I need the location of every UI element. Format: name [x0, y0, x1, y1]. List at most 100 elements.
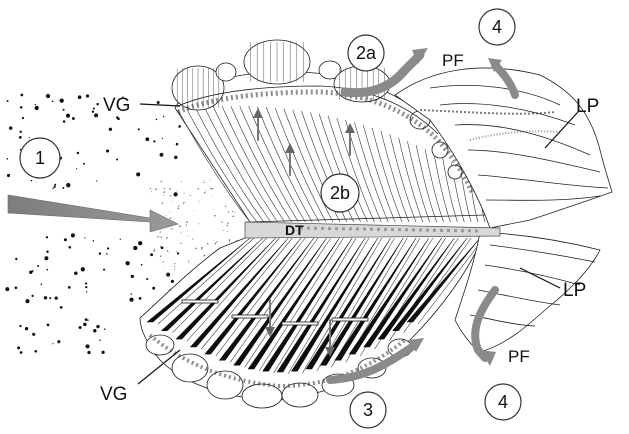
particle-dot — [34, 350, 37, 353]
spray-dot — [166, 237, 168, 239]
particle-dot — [55, 296, 58, 299]
particle-dot — [162, 138, 163, 139]
spray-dot — [210, 180, 211, 181]
label-vg-bottom: VG — [100, 384, 127, 405]
particle-dot — [152, 287, 155, 290]
spray-dot — [155, 188, 157, 190]
particle-dot — [77, 152, 79, 154]
particle-dot — [150, 253, 153, 256]
particle-dot — [87, 351, 90, 354]
spray-dot — [212, 188, 213, 189]
particle-dot — [116, 159, 118, 161]
spray-dot — [170, 195, 171, 196]
spray-dot — [225, 206, 226, 207]
particle-dot — [62, 187, 64, 189]
spray-dot — [209, 186, 210, 187]
dorsal-tract-band — [245, 222, 500, 238]
label-dt: DT — [285, 222, 304, 238]
particle-dot — [85, 286, 87, 288]
particle-dot — [52, 343, 53, 344]
particle-dot — [52, 188, 53, 189]
particle-dot — [15, 286, 18, 289]
spray-dot — [170, 211, 171, 212]
spray-dot — [167, 250, 168, 251]
filament-gap — [332, 318, 368, 321]
label-pf-bottom: PF — [508, 347, 530, 366]
spray-dot — [201, 247, 203, 249]
spray-dot — [188, 236, 189, 237]
particle-dot — [96, 103, 98, 105]
particle-dot — [136, 172, 140, 176]
particle-dot — [20, 94, 23, 97]
particle-dot — [46, 94, 50, 98]
particle-dot — [106, 253, 108, 255]
particle-dot — [41, 284, 43, 286]
step-1-marker: 1 — [20, 138, 60, 178]
spray-dot — [214, 243, 216, 245]
particle-dot — [161, 246, 164, 249]
step-4-bottom-text: 4 — [498, 392, 508, 412]
spray-dot — [162, 182, 163, 183]
particle-dot — [66, 183, 70, 187]
spray-dot — [232, 216, 234, 218]
label-vg-top: VG — [103, 95, 130, 116]
particle-dot — [139, 297, 142, 300]
particle-dot — [7, 100, 9, 102]
spray-dot — [234, 212, 235, 213]
spray-dot — [203, 255, 205, 257]
particle-dot — [68, 286, 71, 289]
particle-dot — [171, 280, 174, 283]
spray-dot — [217, 241, 218, 242]
spray-dot — [229, 239, 230, 240]
spray-dot — [174, 268, 175, 269]
particle-dot — [81, 267, 85, 271]
step-1-text: 1 — [35, 148, 45, 168]
particle-dot — [54, 186, 56, 188]
particle-dot — [176, 143, 179, 146]
spray-dot — [184, 202, 185, 203]
particle-dot — [166, 273, 170, 277]
spray-dot — [204, 192, 206, 194]
spray-dot — [157, 236, 159, 238]
particle-dot — [96, 325, 99, 328]
particle-dot — [7, 158, 9, 160]
spray-dot — [198, 201, 199, 202]
spray-dot — [164, 192, 165, 193]
step-2a-marker: 2a — [348, 35, 384, 71]
spray-dot — [160, 246, 161, 247]
particle-dot — [101, 351, 104, 354]
particle-dot — [5, 287, 9, 291]
vg-top-leader — [140, 104, 180, 106]
spray-dot — [198, 188, 200, 190]
step-4-top-text: 4 — [492, 17, 502, 37]
spray-dot — [160, 181, 162, 183]
particle-dot — [117, 117, 120, 120]
particle-dot — [54, 184, 56, 186]
particle-dot — [133, 246, 137, 250]
spray-dot — [198, 202, 199, 203]
particle-dot — [47, 324, 50, 327]
particle-dot — [57, 340, 60, 343]
particle-dot — [7, 174, 10, 177]
particle-dot — [129, 298, 133, 302]
spray-dot — [178, 205, 179, 206]
particle-dot — [93, 107, 95, 109]
particle-dot — [85, 282, 87, 284]
spray-dot — [214, 240, 215, 241]
filament-gap — [232, 315, 268, 318]
particle-dot — [9, 126, 13, 130]
particle-dot — [46, 236, 48, 238]
particle-dot — [99, 252, 101, 254]
spray-dot — [160, 231, 161, 232]
particle-dot — [71, 233, 75, 237]
spray-dot — [220, 221, 221, 222]
particle-dot — [63, 120, 66, 123]
spray-dot — [227, 231, 228, 232]
particle-dot — [174, 156, 178, 160]
particle-dot — [35, 106, 39, 110]
spray-dot — [188, 260, 189, 261]
spray-dot — [203, 182, 204, 183]
particle-dot — [87, 319, 89, 321]
particle-dot — [79, 326, 82, 329]
spray-dot — [166, 248, 167, 249]
